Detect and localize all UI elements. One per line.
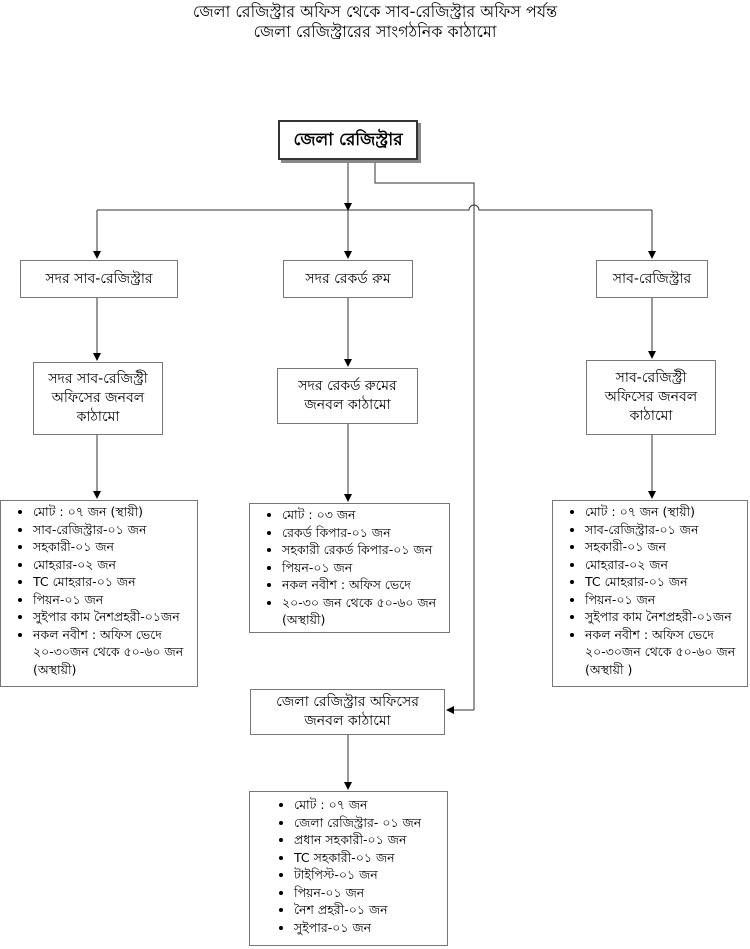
staff-item: TC মোহরার-০১ জন (585, 573, 743, 591)
staff-item: মোহরার-০২ জন (33, 556, 193, 574)
staff-item: সহকারী-০১ জন (585, 538, 743, 556)
box-sadar-sub-registrar: সদর সাব-রেজিস্ট্রার (20, 260, 178, 298)
chart-title-line2: জেলা রেজিস্ট্রারের সাংগঠনিক কাঠামো (253, 22, 497, 41)
staff-item: নকল নবীশ : অফিস ভেদে (282, 576, 445, 594)
staff-item: ২০-৩০ জন থেকে ৫০-৬০ জন (অস্থায়ী) (282, 594, 445, 629)
staff-item: পিয়ন-০১ জন (33, 591, 193, 609)
staff-item: রেকর্ড কিপার-০১ জন (282, 524, 445, 542)
staff-item: মোট : ০৩ জন (282, 506, 445, 524)
root-district-registrar: জেলা রেজিস্ট্রার (278, 120, 418, 160)
box-sadar-record-room: সদর রেকর্ড রুম (283, 260, 413, 298)
staff-item: সাব-রেজিস্ট্রার-০১ জন (33, 521, 193, 539)
staff-item: সাব-রেজিস্ট্রার-০১ জন (585, 521, 743, 539)
staff-item: পিয়ন-০১ জন (585, 591, 743, 609)
staff-item: মোহরার-০২ জন (585, 556, 743, 574)
staff-item: মোট : ০৭ জন (স্থায়ী) (33, 503, 193, 521)
staff-item: TC মোহরার-০১ জন (33, 573, 193, 591)
list-middle-staff: মোট : ০৩ জনরেকর্ড কিপার-০১ জনসহকারী রেকর… (249, 503, 450, 633)
staff-item: টাইপিস্ট-০১ জন (294, 866, 443, 884)
branch-line (97, 204, 652, 211)
district-line (374, 160, 475, 710)
box-sadar-sub-registry-structure: সদর সাব-রেজিস্ট্রী অফিসের জনবল কাঠামো (33, 362, 163, 435)
staff-item: নৈশ প্রহরী-০১ জন (294, 901, 443, 919)
staff-item: সহকারী-০১ জন (33, 538, 193, 556)
staff-item: পিয়ন-০১ জন (294, 884, 443, 902)
list-left-staff: মোট : ০৭ জন (স্থায়ী)সাব-রেজিস্ট্রার-০১ … (0, 500, 198, 687)
box-sub-registry-structure: সাব-রেজিস্ট্রী অফিসের জনবল কাঠামো (586, 360, 716, 435)
box-sub-registrar: সাব-রেজিস্ট্রার (596, 260, 708, 298)
list-district-staff: মোট : ০৭ জনজেলা রেজিস্ট্রার- ০১ জনপ্রধান… (249, 791, 448, 946)
staff-item: TC সহকারী-০১ জন (294, 849, 443, 867)
box-record-room-structure: সদর রেকর্ড রুমের জনবল কাঠামো (277, 368, 418, 424)
staff-item: সুইপার কাম নৈশপ্রহরী-০১জন (33, 608, 193, 626)
staff-item: নকল নবীশ : অফিস ভেদে ২০-৩০জন থেকে ৫০-৬০ … (585, 626, 743, 679)
staff-item: জেলা রেজিস্ট্রার- ০১ জন (294, 814, 443, 832)
staff-item: সহকারী রেকর্ড কিপার-০১ জন (282, 541, 445, 559)
list-right-staff: মোট : ০৭ জন (স্থায়ী)সাব-রেজিস্ট্রার-০১ … (552, 500, 748, 687)
staff-item: প্রধান সহকারী-০১ জন (294, 831, 443, 849)
staff-item: পিয়ন-০১ জন (282, 559, 445, 577)
chart-title-line1: জেলা রেজিস্ট্রার অফিস থেকে সাব-রেজিস্ট্র… (192, 2, 558, 21)
staff-item: নকল নবীশ : অফিস ভেদে ২০-৩০জন থেকে ৫০-৬০ … (33, 626, 193, 679)
box-district-office-structure: জেলা রেজিস্ট্রার অফিসের জনবল কাঠামো (250, 689, 445, 735)
staff-item: সুইপার-০১ জন (294, 919, 443, 937)
staff-item: সুইপার কাম নৈশপ্রহরী-০১জন (585, 608, 743, 626)
staff-item: মোট : ০৭ জন (স্থায়ী) (585, 503, 743, 521)
staff-item: মোট : ০৭ জন (294, 796, 443, 814)
